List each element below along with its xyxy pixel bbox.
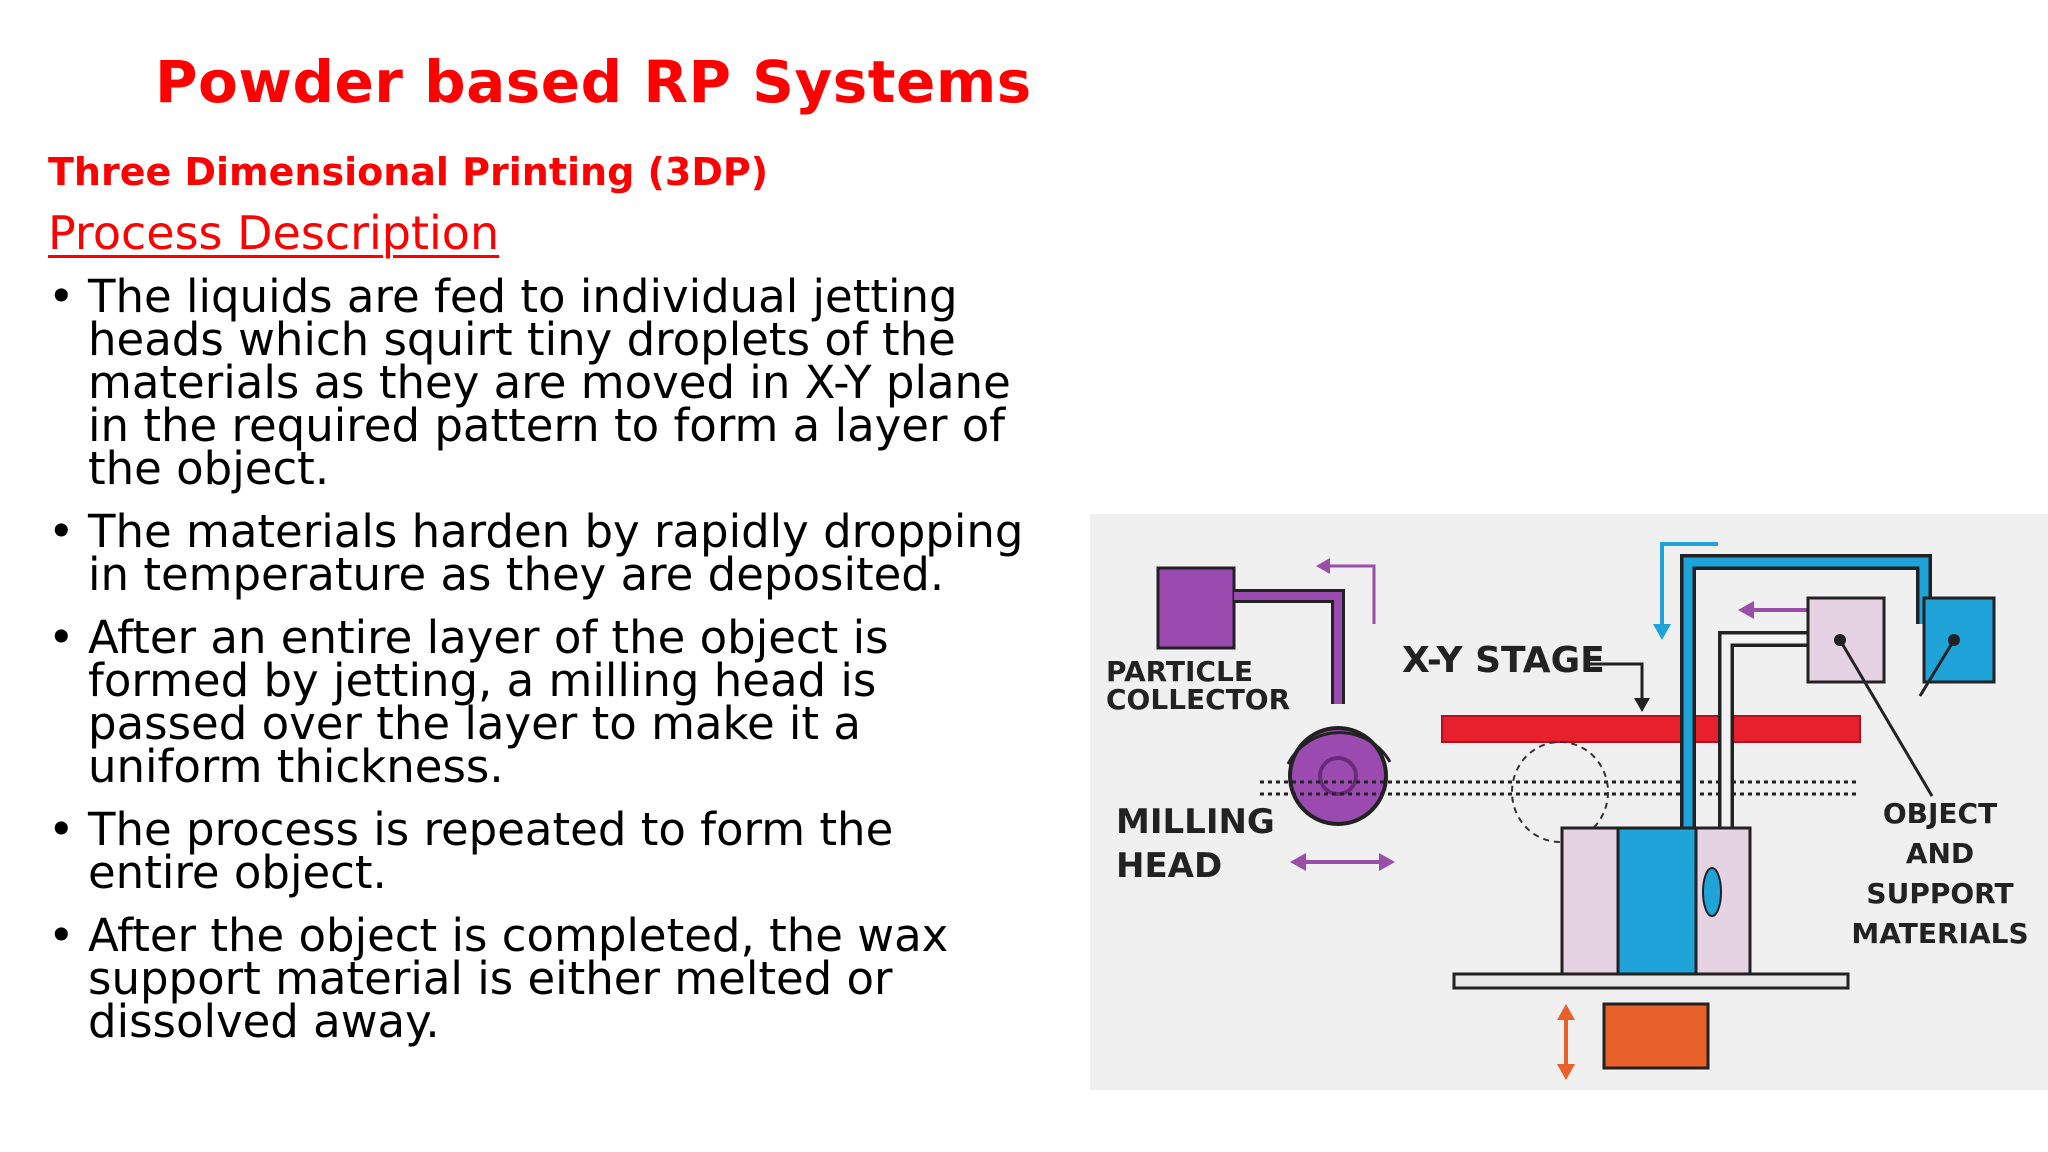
- label-line: OBJECT: [1882, 797, 1998, 830]
- bullet-line: The materials harden by rapidly dropping: [88, 505, 1024, 558]
- label-line: MILLING: [1116, 802, 1275, 842]
- blue-feed-line: [1683, 557, 1929, 844]
- support-feed-line: [1721, 634, 1808, 844]
- build-platform: [1452, 972, 1850, 990]
- object-feature: [1702, 867, 1722, 917]
- milling-arrow-right: [1379, 853, 1395, 871]
- bullet-line: uniform thickness.: [88, 740, 504, 793]
- collector-arrowhead: [1316, 558, 1330, 574]
- support-pointer-line: [1838, 639, 1934, 797]
- support-arrowhead: [1738, 601, 1754, 619]
- blue-return-arrow: [1660, 542, 1718, 632]
- bullet-dot: •: [48, 909, 75, 962]
- bullet-line: dissolved away.: [88, 995, 440, 1048]
- bullet-dot: •: [48, 611, 75, 664]
- bullet-line: the object.: [88, 442, 330, 495]
- milling-head-label: MILLING HEAD: [1116, 800, 1275, 888]
- object-support-label: OBJECT AND SUPPORT MATERIALS: [1842, 794, 2038, 954]
- bullet-line: support material is either melted or: [88, 952, 893, 1005]
- label-line: HEAD: [1116, 846, 1223, 886]
- bullet-line: After the object is completed, the wax: [88, 909, 949, 962]
- milling-rotation-arc: [1286, 731, 1392, 765]
- xy-stage-pointer-head: [1634, 698, 1650, 712]
- bullet-line: in temperature as they are deposited.: [88, 548, 945, 601]
- bullet-line: formed by jetting, a milling head is: [88, 654, 877, 707]
- collector-flow-arrow: [1326, 564, 1376, 624]
- bullet-line: The process is repeated to form the: [88, 803, 894, 856]
- bullet-line: The liquids are fed to individual jettin…: [88, 270, 958, 323]
- bullet-line: in the required pattern to form a layer …: [88, 399, 1006, 452]
- bullet-item: • The materials harden by rapidly droppi…: [48, 505, 1088, 601]
- label-line: MATERIALS: [1851, 917, 2029, 950]
- bullet-line: entire object.: [88, 846, 387, 899]
- milling-arrow-left: [1290, 853, 1306, 871]
- xy-stage-pointer: [1590, 662, 1644, 704]
- bullet-line: materials as they are moved in X-Y plane: [88, 356, 1011, 409]
- diagram-graphics: [1156, 542, 1996, 1080]
- label-line: SUPPORT: [1866, 877, 2014, 910]
- particle-collector-label: PARTICLE COLLECTOR: [1106, 658, 1290, 714]
- slide-title: Powder based RP Systems: [155, 48, 1032, 116]
- bullet-item: • The process is repeated to form the en…: [48, 803, 1088, 899]
- xy-stage-label: X-Y STAGE: [1402, 640, 1605, 681]
- elevator-arrow-down: [1557, 1064, 1575, 1080]
- object-block: [1616, 826, 1698, 976]
- section-heading: Process Description: [48, 206, 500, 260]
- bullet-line: heads which squirt tiny droplets of the: [88, 313, 956, 366]
- particle-collector-box: [1156, 566, 1236, 650]
- bullet-dot: •: [48, 270, 75, 323]
- bullet-item: • After an entire layer of the object is…: [48, 611, 1088, 793]
- bullet-line: passed over the layer to make it a: [88, 697, 861, 750]
- xy-stage-bar: [1441, 715, 1861, 743]
- bullet-line: After an entire layer of the object is: [88, 611, 889, 664]
- jet-path-circle: [1511, 741, 1609, 843]
- collector-pipe: [1234, 592, 1342, 704]
- milling-head: [1288, 726, 1388, 826]
- object-pointer-line: [1918, 639, 1956, 697]
- bullet-item: • After the object is completed, the wax…: [48, 909, 1088, 1048]
- elevator-block: [1602, 1002, 1710, 1070]
- bullet-list: • The liquids are fed to individual jett…: [48, 270, 1088, 1063]
- milling-head-hub: [1318, 756, 1358, 796]
- bullet-item: • The liquids are fed to individual jett…: [48, 270, 1088, 495]
- bullet-dot: •: [48, 803, 75, 856]
- label-line: PARTICLE: [1106, 655, 1253, 688]
- blue-return-arrowhead: [1653, 624, 1671, 640]
- slide-subtitle: Three Dimensional Printing (3DP): [48, 150, 769, 194]
- bullet-dot: •: [48, 505, 75, 558]
- 3dp-process-diagram: PARTICLE COLLECTOR X-Y STAGE MILLING HEA…: [1090, 514, 2048, 1090]
- label-line: COLLECTOR: [1106, 683, 1291, 716]
- label-line: AND: [1905, 837, 1975, 870]
- elevator-arrow-up: [1557, 1004, 1575, 1020]
